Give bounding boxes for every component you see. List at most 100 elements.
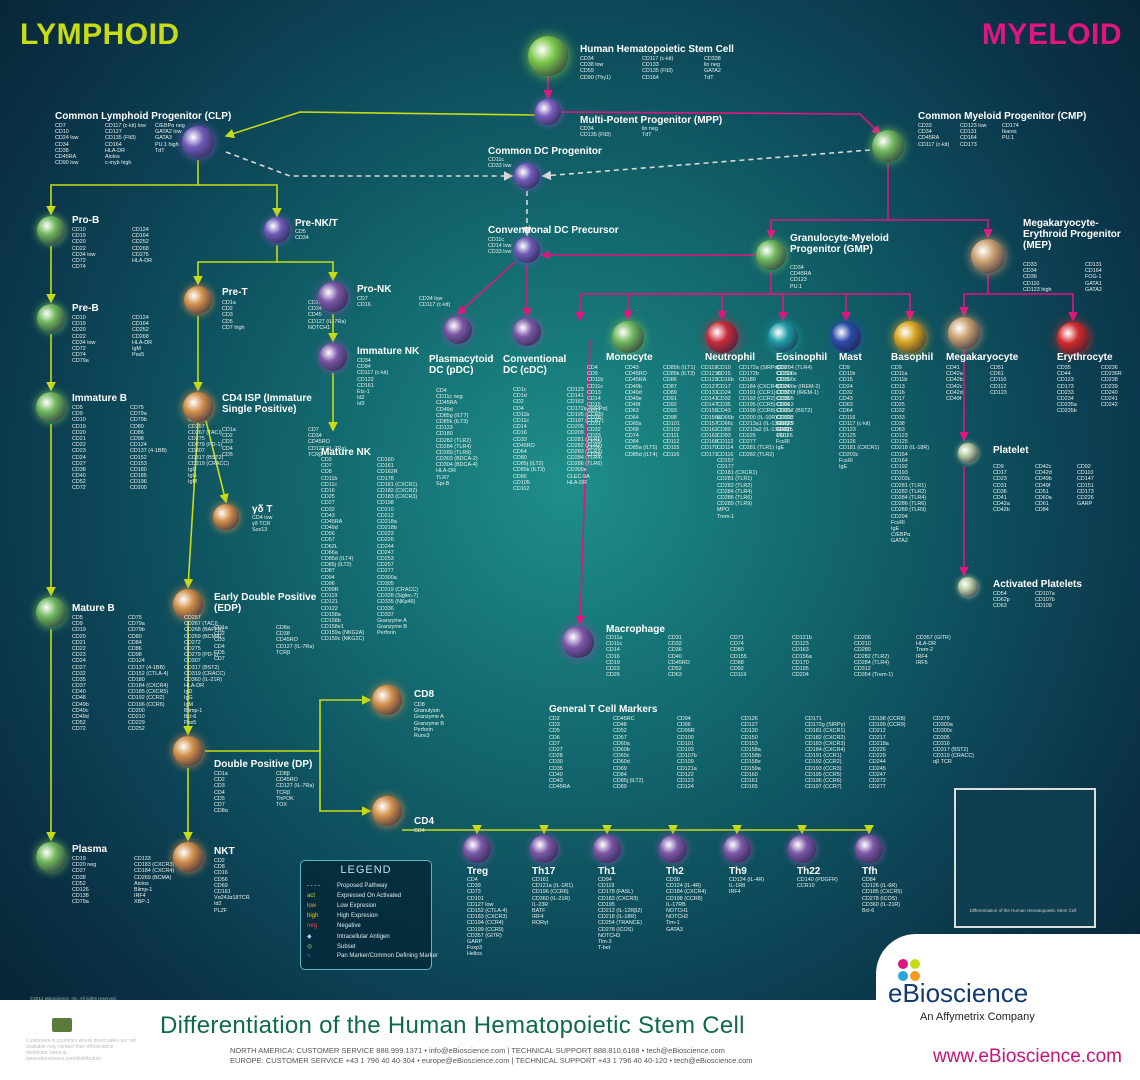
legend-label: Proposed Pathway [337,883,388,889]
marker: CD7 [55,123,66,129]
marker: CD173 [1057,383,1074,390]
marker: C/EBPα [891,532,911,539]
marker: CD161 [741,777,758,784]
marker: CD319 (CRACC) [933,753,975,760]
marker: CD22 [72,645,86,652]
marker: CD117 (c-kit) [918,141,950,148]
th9-title: Th9 [729,866,747,877]
marker: CD98 [663,414,677,421]
marker: IRF4 [916,653,928,660]
marker: CD49d [436,406,453,413]
marker: CD3 [549,722,560,729]
marker: CD90 (Thy1) [580,74,611,81]
marker: Granulysin [414,708,440,715]
marker: CD130 [741,728,758,735]
macrophage-cell [562,626,594,658]
legend-label: High Expresion [337,913,378,919]
marker: CD198 [377,500,394,507]
marker: CD32 [717,395,731,402]
marker: CD284 (TLR4) [436,443,472,450]
arrow-mpp-to-cmp [559,111,882,136]
marker: CD19 [606,659,620,666]
marker: FcεRI [891,519,905,526]
marker: CD5 [214,649,225,656]
marker: CD185 (CXCR5) [128,689,169,696]
marker: CD11b [776,371,793,378]
marker: CD121 [321,599,338,606]
marker: CD38 [276,631,290,638]
ebioscience-logo-icon [898,959,920,981]
legend-label: Expressed On Activated [337,893,402,899]
marker: CD14 [606,647,620,654]
marker: HLA-DR [916,641,937,648]
erythrocyte-cell [1057,322,1089,354]
marker: CD49d [625,389,642,396]
marker: CD42d [1035,470,1052,477]
marker: CD84 [862,877,876,883]
marker: CD96 [321,580,335,587]
marker: CD64 [776,402,790,409]
marker: CD252 [128,726,145,733]
marker: CD65s [625,420,642,427]
marker: CD226 [377,537,394,544]
marker: CD360 (IL-21R) [532,895,571,902]
marker: CD114 [717,445,734,452]
marker: IRF4 [729,889,741,896]
website-link[interactable]: www.eBioscience.com [932,1046,1122,1067]
th17-title: Th17 [532,866,556,877]
marker: CD226 [739,433,756,440]
marker: CD240 [1101,389,1118,396]
marker: CD140 (PDGFR) [797,877,838,883]
marker: Pax5 [132,352,145,359]
marker: CD198 (CCR8) [869,716,906,722]
marker: Helios [467,951,482,958]
marker: Granzyme B [414,720,444,727]
marker: CD112 [663,439,680,446]
marker: CD17 [717,383,731,390]
marker: CD161 [357,382,374,389]
marker: CD109 [677,759,694,766]
arrow-clp-to-prenkt [198,184,282,218]
marker: CD40 [72,473,86,480]
marker: CD159c (NKG2C) [321,636,365,643]
marker: CD337 [377,611,394,618]
marker: CD121b [792,635,812,641]
marker: CD27 [72,460,86,467]
marker: IgE [776,445,785,452]
copyright-text: ©2012 eBioscience, Inc. All rights reser… [30,996,117,1001]
marker: CD80 [130,423,144,430]
marker: Granzyme A [377,617,407,624]
marker: GARP [467,938,483,945]
marker: CD40 [549,771,563,778]
marker: CD127 [105,129,122,136]
marker: CD24 low [55,135,79,142]
marker: CD84 [613,771,627,778]
marker: CD24 [72,658,86,665]
marker: CD27 [549,746,563,753]
marker: CD155 [701,408,718,415]
marker: CD209 [567,430,584,437]
marker: CD66b [776,414,793,421]
marker: CD223 [377,531,394,538]
hsc-cell [528,36,568,76]
poster-thumbnail [954,788,1096,928]
marker: CD284 (TLR4) [891,494,927,501]
marker: CD9 [993,464,1004,470]
actplatelet-title: Activated Platelets [993,579,1082,590]
marker: CD115 [663,445,680,452]
marker: CD8 [214,864,225,871]
marker: CD103 [677,746,694,753]
marker: CD79a [72,899,89,906]
marker: CD15 [776,377,790,384]
marker: CD66c [717,420,734,427]
marker: CD198 (CCR8) [739,408,776,415]
marker: CD8 [414,702,425,708]
marker: CD16b [717,377,734,384]
marker: CD197 (CCR7) [567,417,604,424]
marker: CD294 [891,513,908,520]
marker: CD257 [184,615,201,621]
marker: CD11c [321,481,338,488]
marker: CD39 [467,883,481,890]
